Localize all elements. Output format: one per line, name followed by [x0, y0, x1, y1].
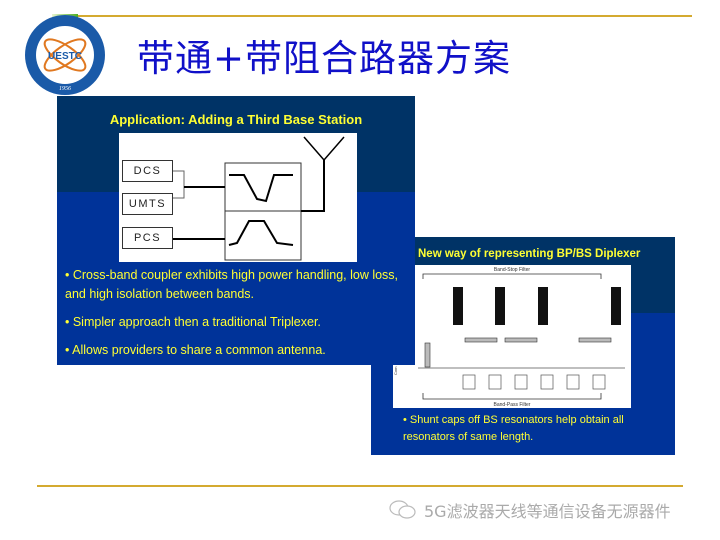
diplexer-panel: New way of representing BP/BS Diplexer B…: [371, 237, 675, 455]
combiner-diagram: DCS UMTS PCS: [119, 133, 357, 262]
dcs-label: DCS: [122, 160, 173, 182]
bottom-rule: [37, 485, 683, 487]
top-rule: [78, 15, 692, 17]
wechat-icon: [389, 500, 416, 519]
svg-text:1956: 1956: [59, 86, 71, 92]
watermark: 5G滤波器天线等通信设备无源器件: [388, 498, 671, 522]
slide-title: 带通+带阻合路器方案: [137, 37, 512, 80]
diplexer-bullet: • Shunt caps off BS resonators help obta…: [403, 414, 624, 443]
bullet-item: • Cross-band coupler exhibits high power…: [65, 268, 399, 301]
diplexer-panel-title: New way of representing BP/BS Diplexer: [418, 248, 641, 260]
panel-title: Application: Adding a Third Base Station: [109, 112, 363, 127]
bullet-item: • Allows providers to share a common ant…: [65, 343, 326, 357]
svg-text:Com: Com: [393, 366, 398, 375]
third-base-station-panel: Application: Adding a Third Base Station…: [57, 96, 415, 365]
svg-text:Band-Pass Filter: Band-Pass Filter: [494, 402, 531, 408]
svg-text:Band-Stop Filter: Band-Stop Filter: [494, 267, 530, 273]
bullet-item: • Simpler approach then a traditional Tr…: [65, 315, 321, 329]
umts-label: UMTS: [122, 193, 173, 215]
pcs-label: PCS: [122, 227, 173, 249]
university-logo: UESTC 1956: [25, 15, 105, 95]
diplexer-schematic: Band-Stop Filter Band-Pass Filter Com: [393, 265, 631, 408]
bullet-list: • Cross-band coupler exhibits high power…: [65, 266, 413, 365]
watermark-text: 5G滤波器天线等通信设备无源器件: [424, 502, 671, 521]
svg-text:UESTC: UESTC: [48, 51, 82, 62]
